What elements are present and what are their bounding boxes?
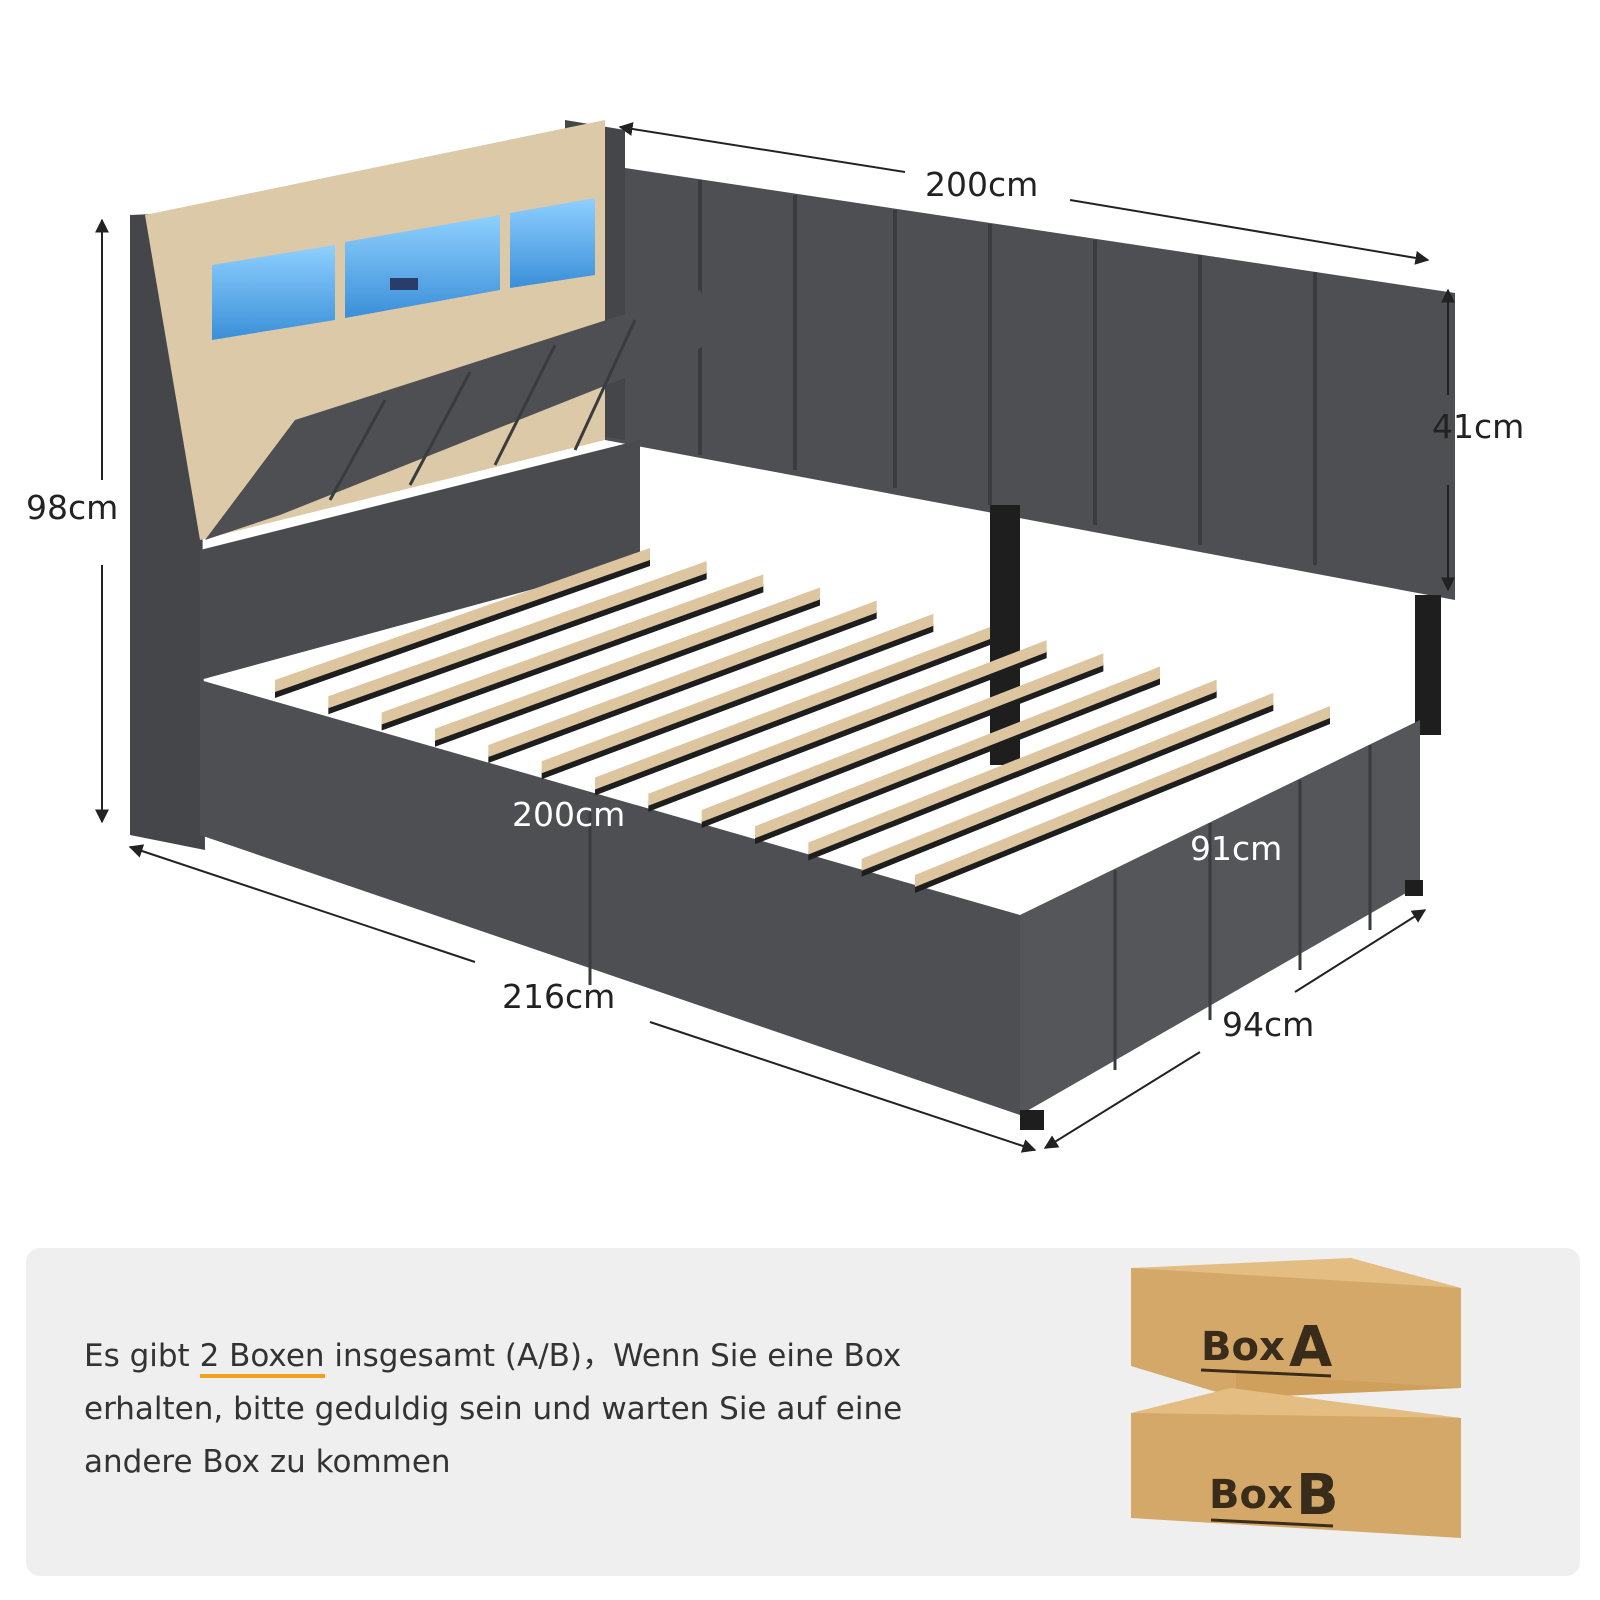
slat [808, 679, 1217, 855]
box-b-prefix: Box [1209, 1472, 1293, 1518]
slat [595, 627, 990, 790]
slat-shadow [541, 623, 934, 780]
slat-shadow [701, 663, 1104, 828]
shipping-boxes: Box A Box B [1131, 1258, 1461, 1538]
slat [275, 548, 650, 692]
notice-part1: Es gibt [84, 1338, 200, 1374]
notice-text: Es gibt 2 Boxen insgesamt (A/B)，Wenn Sie… [84, 1330, 1004, 1489]
notice-highlight: 2 Boxen [199, 1338, 325, 1378]
dim-total-height: 98cm [26, 488, 118, 527]
slats [275, 548, 1330, 893]
slat [541, 613, 934, 774]
box-b-letter: B [1296, 1463, 1339, 1528]
dim-total-width: 94cm [1222, 1005, 1314, 1044]
slat [701, 653, 1104, 822]
dim-mattress-width: 91cm [1190, 829, 1282, 868]
slat [381, 574, 764, 725]
dim-headboard-height: 41cm [1432, 407, 1524, 446]
slat [328, 561, 707, 709]
slat [648, 640, 1047, 806]
dimension-lines [95, 122, 1455, 1153]
slat [915, 706, 1330, 887]
side-wall [605, 165, 1455, 765]
headboard-wing [130, 120, 720, 850]
dim-total-length: 216cm [502, 977, 615, 1016]
box-a-prefix: Box [1201, 1324, 1285, 1370]
box-b: Box B [1131, 1388, 1461, 1538]
slat-shadow [861, 702, 1274, 877]
box-a-letter: A [1289, 1315, 1333, 1380]
notice-part2: insgesamt (A/B)，Wenn Sie eine Box erhalt… [84, 1338, 903, 1480]
box-a: Box A [1131, 1258, 1461, 1398]
dim-headboard-length: 200cm [925, 165, 1038, 204]
slat [488, 600, 877, 757]
bed-illustration: 200cm 41cm 98cm 200cm 91cm 216cm 94cm [26, 120, 1524, 1153]
slat-shadow [381, 584, 764, 731]
slat [861, 692, 1274, 871]
bed-base [200, 440, 1423, 1130]
notice-panel: Es gibt 2 Boxen insgesamt (A/B)，Wenn Sie… [26, 1248, 1580, 1576]
dim-mattress-length: 200cm [512, 795, 625, 834]
slat [755, 666, 1160, 839]
slat [435, 587, 820, 741]
